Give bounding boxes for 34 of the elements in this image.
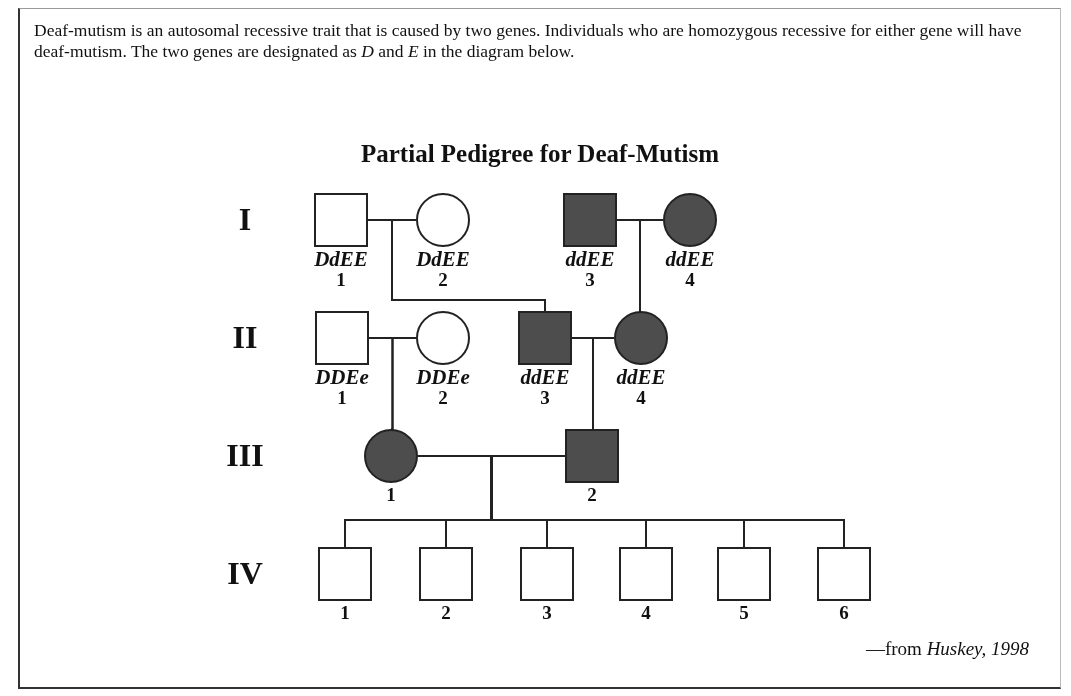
generation-numeral: II bbox=[231, 319, 259, 356]
genotype-label: ddEE bbox=[564, 249, 616, 269]
individual-number: 2 bbox=[440, 603, 452, 623]
generation-numeral: IV bbox=[226, 555, 264, 592]
individual-number: 4 bbox=[640, 603, 652, 623]
genotype-label: ddEE bbox=[519, 367, 571, 387]
individual-number: 3 bbox=[539, 388, 551, 408]
genotype-label: DDEe bbox=[415, 367, 471, 387]
individual-number: 1 bbox=[339, 603, 351, 623]
descent-line bbox=[390, 337, 417, 430]
individual-number: 4 bbox=[635, 388, 647, 408]
individual-number: 2 bbox=[437, 270, 449, 290]
individual-number: 2 bbox=[586, 485, 598, 505]
generation-numeral: III bbox=[225, 437, 265, 474]
individual-number: 4 bbox=[684, 270, 696, 290]
individual-number: 2 bbox=[437, 388, 449, 408]
genotype-label: DdEE bbox=[313, 249, 369, 269]
genotype-label: DdEE bbox=[415, 249, 471, 269]
source-note: —from Huskey, 1998 bbox=[865, 638, 1029, 660]
generation-numeral: I bbox=[237, 201, 253, 238]
genotype-label: ddEE bbox=[664, 249, 716, 269]
individual-number: 5 bbox=[738, 603, 750, 623]
descent-line bbox=[639, 219, 664, 312]
intro-paragraph: Deaf-mutism is an autosomal recessive trait that is caused by two genes. Individuals who are homozygous recessive for either gene will have deaf-mutism. The two genes are designated as D and E in the diagram below. bbox=[34, 20, 1023, 62]
individual-number: 1 bbox=[335, 270, 347, 290]
individual-number: 1 bbox=[336, 388, 348, 408]
individual-number: 6 bbox=[838, 603, 850, 623]
individual-number: 1 bbox=[385, 485, 397, 505]
descent-line bbox=[591, 337, 615, 430]
individual-number: 3 bbox=[541, 603, 553, 623]
individual-number: 3 bbox=[584, 270, 596, 290]
genotype-label: DDEe bbox=[314, 367, 370, 387]
diagram-title: Partial Pedigree for Deaf-Mutism bbox=[360, 140, 720, 168]
genotype-label: ddEE bbox=[615, 367, 667, 387]
